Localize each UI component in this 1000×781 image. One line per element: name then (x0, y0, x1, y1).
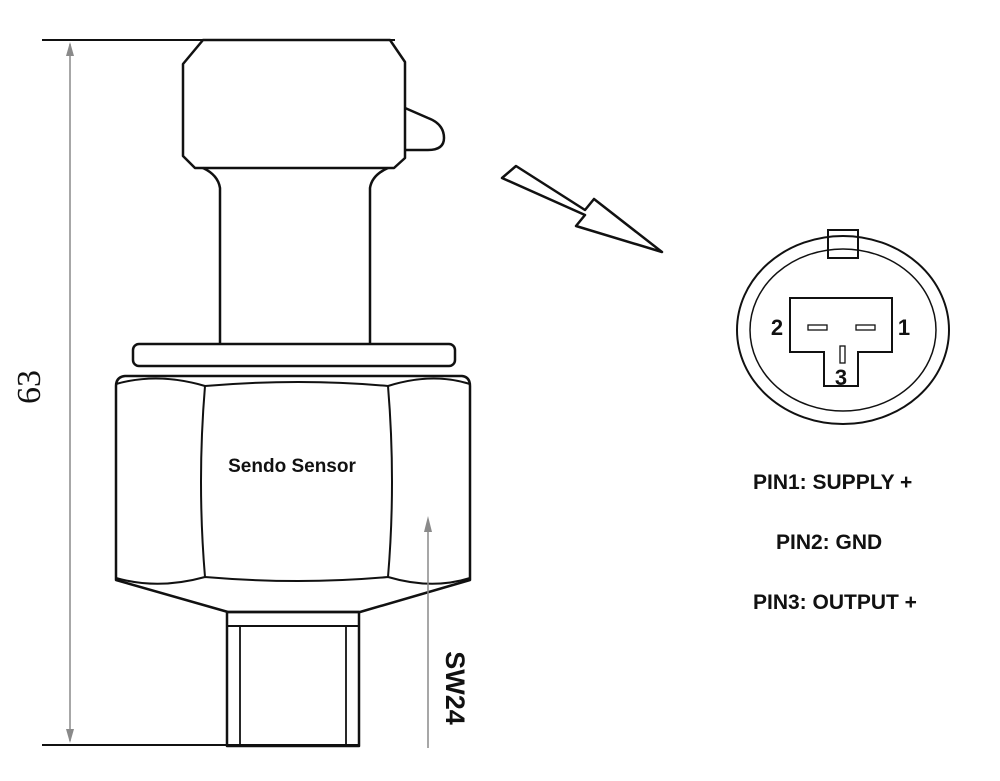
connector-head (181, 38, 407, 170)
pin-3-number: 3 (835, 365, 847, 390)
pin-2-number: 2 (771, 315, 783, 340)
pinout-pin2: PIN2: GND (776, 531, 882, 554)
wrench-size-leader (424, 516, 432, 748)
pin-1-number: 1 (898, 315, 910, 340)
pin-2-contact (807, 324, 828, 331)
connector-latch (404, 106, 446, 152)
height-dimension (42, 39, 395, 746)
pinout-pin3: PIN3: OUTPUT + (753, 591, 917, 614)
connector-key (827, 229, 859, 259)
pin-1-contact (855, 324, 876, 331)
brand-label: Sendo Sensor (228, 456, 356, 477)
direction-arrow-icon (500, 164, 664, 254)
connector-face (736, 229, 950, 425)
sensor-flange (131, 342, 457, 368)
pin-3-contact (839, 345, 846, 364)
wrench-size-label: SW24 (440, 651, 470, 725)
pinout-pin1: PIN1: SUPPLY + (753, 471, 912, 494)
sensor-body (114, 38, 472, 748)
sensor-neck (202, 166, 222, 344)
pin-socket (789, 297, 893, 387)
hex-body (114, 374, 472, 614)
height-dimension-label: 63 (11, 370, 48, 404)
threaded-port (225, 610, 361, 748)
